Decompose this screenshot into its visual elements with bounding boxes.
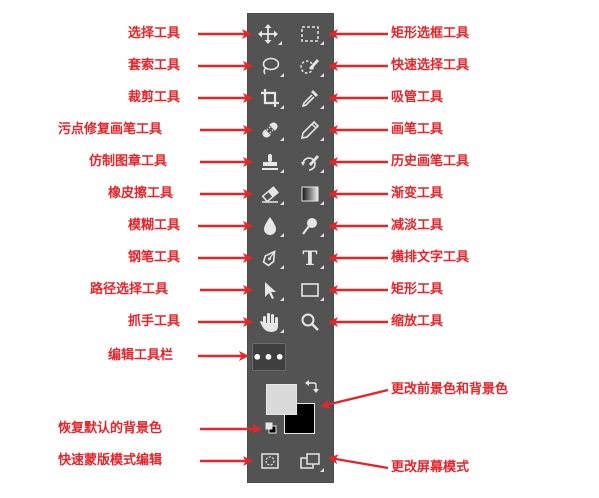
clone-stamp-tool-button[interactable] <box>256 149 284 175</box>
label-default-colors: 恢复默认的背景色 <box>58 421 163 436</box>
quick-selection-brush-icon <box>300 59 319 74</box>
submenu-indicator-icon <box>320 233 324 237</box>
submenu-indicator-icon <box>320 169 324 173</box>
submenu-indicator-icon <box>320 41 324 45</box>
lasso-tool-button[interactable] <box>256 53 284 79</box>
label-history-brush-tool: 历史画笔工具 <box>391 154 470 169</box>
blur-tool-button[interactable] <box>256 213 284 239</box>
label-change-screen-mode: 更改屏幕模式 <box>391 460 470 475</box>
label-quick-selection-tool: 快速选择工具 <box>391 58 470 73</box>
submenu-indicator-icon <box>280 169 284 173</box>
zoom-tool-button[interactable] <box>296 309 324 335</box>
swap-colors-icon[interactable] <box>305 379 319 393</box>
label-path-selection-tool: 路径选择工具 <box>90 282 169 297</box>
rectangle-tool-button[interactable] <box>296 277 324 303</box>
label-pen-tool: 钢笔工具 <box>128 250 181 265</box>
submenu-indicator-icon <box>320 265 324 269</box>
type-icon: T <box>302 246 318 270</box>
crop-tool-button[interactable] <box>256 85 284 111</box>
label-rectangle-tool: 矩形工具 <box>391 282 444 297</box>
default-colors-icon[interactable] <box>265 422 277 434</box>
horizontal-type-tool-button[interactable]: T <box>296 245 324 271</box>
water-drop-icon <box>264 217 276 235</box>
gradient-tool-button[interactable] <box>296 181 324 207</box>
quick-mask-icon <box>261 453 279 469</box>
magnifier-icon <box>301 313 319 331</box>
screen-mode-icon <box>300 453 320 469</box>
label-hand-tool: 抓手工具 <box>128 314 181 329</box>
quick-mask-mode-button[interactable] <box>256 448 284 474</box>
label-move-tool: 选择工具 <box>128 26 181 41</box>
arrow-screen-mode <box>328 454 389 470</box>
label-rectangular-marquee-tool: 矩形选框工具 <box>391 26 470 41</box>
lasso-icon <box>262 57 280 75</box>
spot-healing-brush-tool-button[interactable] <box>256 117 284 143</box>
crop-icon <box>261 89 279 107</box>
marquee-icon <box>301 26 319 42</box>
submenu-indicator-icon <box>320 137 324 141</box>
move-tool-button[interactable] <box>254 21 282 47</box>
label-blur-tool: 模糊工具 <box>128 218 181 233</box>
submenu-indicator-icon <box>320 201 324 205</box>
history-brush-icon <box>301 155 319 171</box>
gradient-icon <box>301 186 319 202</box>
rectangle-icon <box>301 283 319 297</box>
eraser-icon <box>261 186 279 203</box>
eyedropper-icon <box>301 90 318 108</box>
submenu-indicator-icon <box>320 105 324 109</box>
label-eyedropper-tool: 吸管工具 <box>391 90 444 105</box>
eraser-tool-button[interactable] <box>256 181 284 207</box>
change-screen-mode-button[interactable] <box>296 448 324 474</box>
pen-tool-button[interactable] <box>256 245 284 271</box>
label-spot-healing-brush-tool: 污点修复画笔工具 <box>58 122 163 137</box>
hand-icon <box>260 313 278 332</box>
label-clone-stamp-tool: 仿制图章工具 <box>89 154 168 169</box>
brush-tool-button[interactable] <box>296 117 324 143</box>
rectangular-marquee-tool-button[interactable] <box>296 21 324 47</box>
submenu-indicator-icon <box>280 73 284 77</box>
path-selection-tool-button[interactable] <box>256 277 284 303</box>
label-zoom-tool: 缩放工具 <box>391 314 444 329</box>
label-lasso-tool: 套索工具 <box>128 58 181 73</box>
label-gradient-tool: 渐变工具 <box>391 186 444 201</box>
label-crop-tool: 裁剪工具 <box>128 90 181 105</box>
submenu-indicator-icon <box>280 297 284 301</box>
foreground-color-swatch[interactable] <box>266 384 297 415</box>
submenu-indicator-icon <box>280 137 284 141</box>
pencil-icon <box>300 120 320 140</box>
stamp-icon <box>262 154 278 170</box>
bandage-icon <box>262 122 278 138</box>
pen-nib-icon <box>262 250 276 267</box>
submenu-indicator-icon <box>280 105 284 109</box>
dodge-icon <box>302 218 317 235</box>
submenu-indicator-icon <box>278 41 282 45</box>
submenu-indicator-icon <box>320 468 324 472</box>
label-dodge-tool: 减淡工具 <box>391 218 444 233</box>
submenu-indicator-icon <box>280 233 284 237</box>
label-horizontal-type-tool: 横排文字工具 <box>391 250 470 265</box>
arrow-cursor-icon <box>265 282 276 299</box>
label-swap-colors: 更改前景色和背景色 <box>391 382 509 397</box>
quick-selection-tool-button[interactable] <box>296 53 324 79</box>
dodge-tool-button[interactable] <box>296 213 324 239</box>
submenu-indicator-icon <box>280 265 284 269</box>
edit-toolbar-button[interactable]: ••• <box>252 343 286 371</box>
move-icon <box>258 24 278 44</box>
eyedropper-tool-button[interactable] <box>296 85 324 111</box>
history-brush-tool-button[interactable] <box>296 149 324 175</box>
label-eraser-tool: 橡皮擦工具 <box>108 186 174 201</box>
submenu-indicator-icon <box>320 297 324 301</box>
label-brush-tool: 画笔工具 <box>391 122 444 137</box>
submenu-indicator-icon <box>320 73 324 77</box>
label-edit-toolbar: 编辑工具栏 <box>108 348 174 363</box>
submenu-indicator-icon <box>280 329 284 333</box>
submenu-indicator-icon <box>280 201 284 205</box>
more-icon: ••• <box>252 347 286 367</box>
hand-tool-button[interactable] <box>256 309 284 335</box>
label-quick-mask-mode: 快速蒙版模式编辑 <box>58 453 163 468</box>
